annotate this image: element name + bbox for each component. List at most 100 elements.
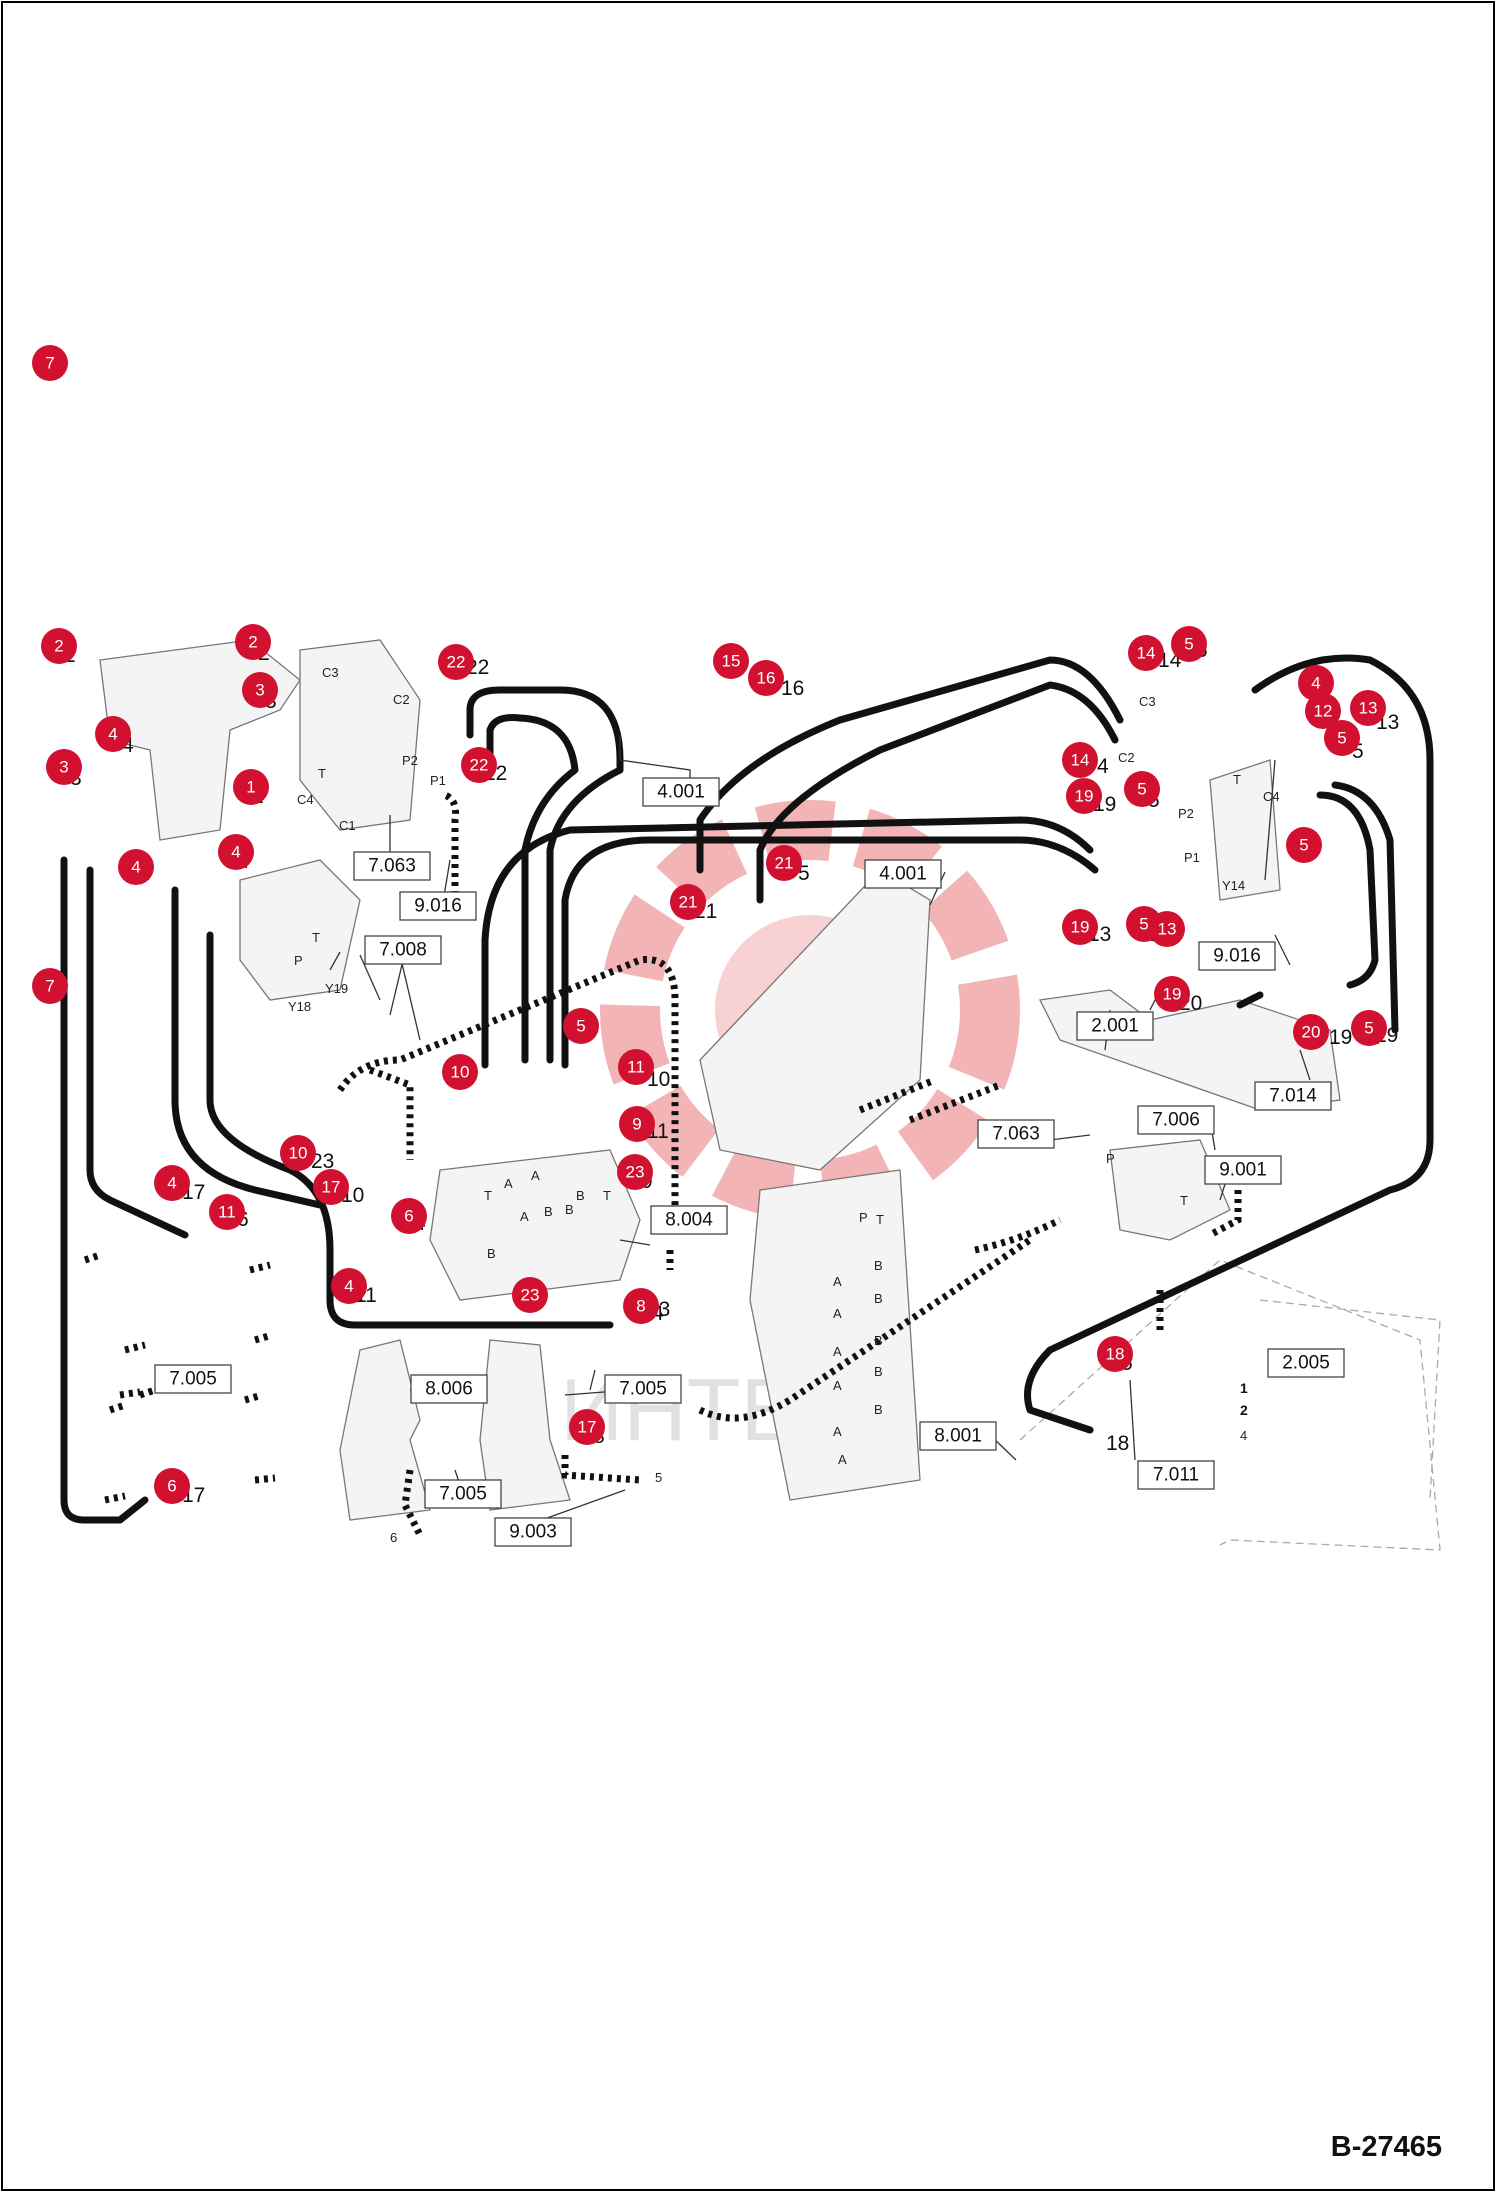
hose-22-a xyxy=(466,686,624,1064)
port-label: B xyxy=(487,1246,496,1261)
callout-circle xyxy=(512,1277,548,1313)
reference-label: 2.001 xyxy=(1091,1016,1139,1037)
callout-circle xyxy=(32,345,68,381)
port-label: C2 xyxy=(393,692,410,707)
port-label: T xyxy=(1233,772,1241,787)
pilot-dash-mid xyxy=(858,1076,1002,1124)
callout: 19 xyxy=(1066,778,1102,814)
callout-label: 2 xyxy=(248,633,257,652)
reference-label: 9.016 xyxy=(1213,946,1261,967)
reference-box: 4.001 xyxy=(864,859,942,889)
callout: 17 xyxy=(313,1169,349,1205)
callout-circle xyxy=(154,1468,190,1504)
callout: 17 xyxy=(569,1409,605,1445)
callout: 10 xyxy=(280,1135,316,1171)
port-label: C3 xyxy=(322,665,339,680)
port-label: 5 xyxy=(655,1470,662,1485)
callout-label: 21 xyxy=(775,854,794,873)
callout-circle xyxy=(1286,827,1322,863)
reference-box: 4.001 xyxy=(642,777,720,807)
reference-label: 7.008 xyxy=(379,940,427,961)
reference-box: 7.005 xyxy=(424,1479,502,1509)
reference-label: 9.016 xyxy=(414,896,462,917)
port-label: T xyxy=(318,766,326,781)
callout: 3 xyxy=(242,672,278,708)
port-label: Y18 xyxy=(288,999,311,1014)
callout-label: 8 xyxy=(636,1297,645,1316)
reference-label: 7.014 xyxy=(1269,1086,1317,1107)
callout: 16 xyxy=(748,660,784,696)
port-label: P1 xyxy=(1184,850,1200,865)
port-label: B xyxy=(874,1258,883,1273)
callout: 23 xyxy=(512,1277,548,1313)
reference-box: 8.001 xyxy=(919,1421,997,1451)
callout-label: 5 xyxy=(1184,635,1193,654)
control-valve xyxy=(429,1149,641,1301)
callout-label: 5 xyxy=(1299,836,1308,855)
callout-label: 4 xyxy=(131,858,140,877)
callout-label: 6 xyxy=(404,1207,413,1226)
port-label: A xyxy=(833,1344,842,1359)
callout: 14 xyxy=(1062,742,1098,778)
callout-circle xyxy=(1351,1010,1387,1046)
callout-circle xyxy=(442,1054,478,1090)
callout-label: 10 xyxy=(289,1144,308,1163)
port-label: A xyxy=(833,1306,842,1321)
port-label: 6 xyxy=(390,1530,397,1545)
callout-label: 12 xyxy=(1314,702,1333,721)
callout-label: 4 xyxy=(108,725,117,744)
port-label: A xyxy=(833,1274,842,1289)
callout-circle xyxy=(461,747,497,783)
callout-circle xyxy=(235,624,271,660)
callout: 19 xyxy=(1062,909,1098,945)
port-label: C4 xyxy=(1263,789,1280,804)
callout-circle xyxy=(1298,665,1334,701)
reference-box: 8.006 xyxy=(410,1374,488,1404)
port-label: C1 xyxy=(339,818,356,833)
callout: 5 xyxy=(1324,720,1360,756)
callout-label: 5 xyxy=(1137,780,1146,799)
callout-label: 19 xyxy=(1071,918,1090,937)
callout-label: 14 xyxy=(1137,644,1156,663)
callout: 2 xyxy=(41,628,77,664)
callout-circle xyxy=(313,1169,349,1205)
callout-circle xyxy=(1066,778,1102,814)
callout-circle xyxy=(233,769,269,805)
callout: 22 xyxy=(438,644,474,680)
hose-front-a xyxy=(481,816,1094,1069)
callout-circle xyxy=(713,643,749,679)
callout: 6 xyxy=(154,1468,190,1504)
ghost-number: 23 xyxy=(311,1150,334,1173)
port-label: 4 xyxy=(1240,1428,1247,1443)
callout-label: 5 xyxy=(1364,1019,1373,1038)
port-label: A xyxy=(838,1452,847,1467)
port-label: P1 xyxy=(430,773,446,788)
port-label: T xyxy=(312,930,320,945)
reference-label: 7.063 xyxy=(992,1124,1040,1145)
reference-box: 7.014 xyxy=(1254,1081,1332,1111)
callout: 14 xyxy=(1128,635,1164,671)
callout: 20 xyxy=(1293,1014,1329,1050)
callout-circle xyxy=(32,968,68,1004)
hose-left-17 xyxy=(86,866,189,1239)
port-label: A xyxy=(833,1424,842,1439)
port-label: A xyxy=(833,1378,842,1393)
reference-label: 7.006 xyxy=(1152,1110,1200,1131)
callout-circle xyxy=(617,1154,653,1190)
port-label: B xyxy=(544,1204,553,1219)
callout-circle xyxy=(118,849,154,885)
callout-circle xyxy=(670,884,706,920)
port-label: A xyxy=(504,1176,513,1191)
callout-circle xyxy=(623,1288,659,1324)
right-joystick xyxy=(479,1339,571,1511)
callout: 3 xyxy=(46,749,82,785)
callout-circle xyxy=(563,1008,599,1044)
ghost-number: 5 xyxy=(798,862,810,885)
port-label: Y14 xyxy=(1222,878,1245,893)
callout: 11 xyxy=(618,1049,654,1085)
callout-circle xyxy=(438,644,474,680)
port-label: T xyxy=(603,1188,611,1203)
